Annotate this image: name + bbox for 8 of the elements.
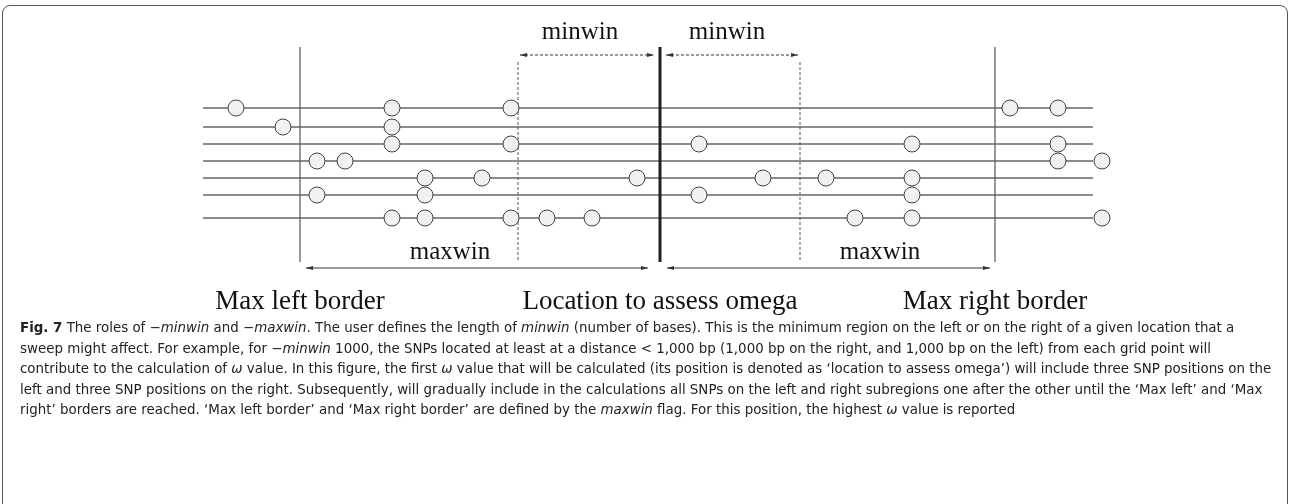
figure-caption: Fig. 7 The roles of −minwin and −maxwin. The user defines the length of minwin (number of bases). This is the minimum region on the left or on the right of a given location that a sweep might affect. For example, for −minwin 1000, the SNPs located at least at a distance < 1,000 bp (1,000 bp on the right, and 1,000 bp on the left) from each grid point will contribute to the calculation of ω value. In this figure, the first ω value that will be calculated (its position is denoted as ‘location to assess omega’) will include three SNP positions on the left and three SNP positions on the right. Subsequently, will gradually include in the calculations all SNPs on the left and right subregions one after the other until the ‘Max left’ and ‘Max right’ borders are reached. ‘Max left border’ and ‘Max right border’ are defined by the maxwin flag. For this position, the highest ω value is reported — [20, 319, 1273, 419]
window-label: maxwin — [839, 238, 921, 263]
window-label: minwin — [541, 18, 619, 43]
border-label: Max left border — [215, 287, 385, 314]
location-label: Location to assess omega — [522, 287, 798, 314]
window-label: maxwin — [409, 238, 491, 263]
border-label: Max right border — [902, 287, 1088, 314]
window-label: minwin — [688, 18, 766, 43]
